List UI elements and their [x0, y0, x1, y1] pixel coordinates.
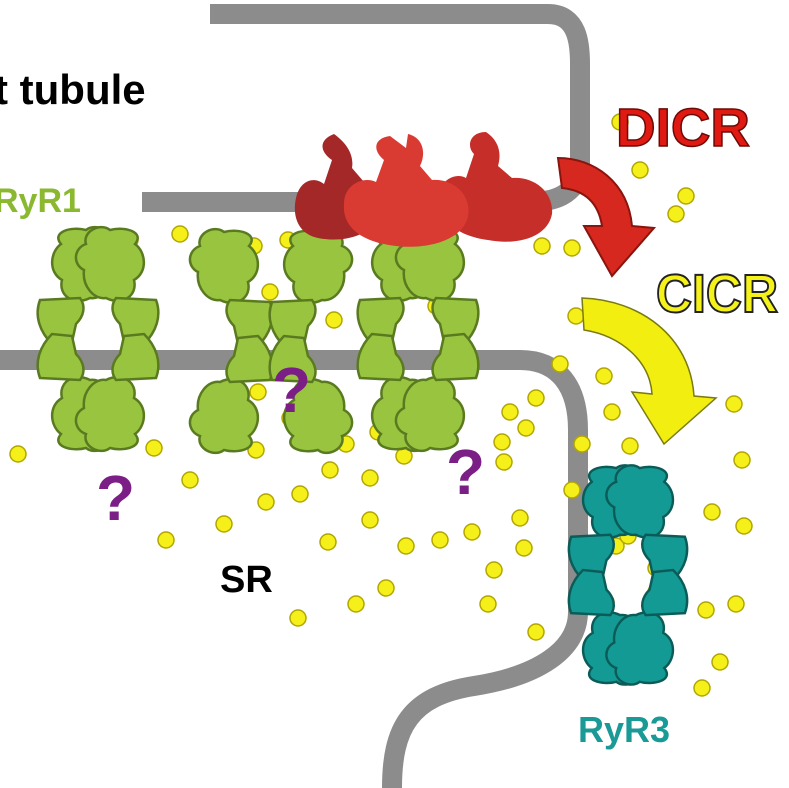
ryr1-label: RyR1: [0, 182, 81, 220]
calcium-ion: [697, 601, 715, 619]
t-tubule-label: t tubule: [0, 66, 146, 113]
calcium-ion: [667, 205, 685, 223]
calcium-ion: [495, 453, 513, 471]
calcium-ion: [181, 471, 199, 489]
calcium-ion: [361, 511, 379, 529]
calcium-ion: [361, 469, 379, 487]
calcium-ion: [171, 225, 189, 243]
calcium-ion: [631, 161, 649, 179]
calcium-ion: [463, 523, 481, 541]
calcium-ion: [347, 595, 365, 613]
calcium-ion: [145, 439, 163, 457]
calcium-ion: [677, 187, 695, 205]
dhpr-proteins: [294, 132, 553, 247]
calcium-ion: [551, 355, 569, 373]
t-tubule-membrane: [142, 4, 590, 212]
cicr-arrow: [581, 297, 718, 446]
question-mark-center: ?: [272, 354, 311, 426]
ryr1-channel-left-upper-ghost: [188, 227, 274, 455]
calcium-ion: [319, 533, 337, 551]
dhpr-center: [343, 134, 469, 247]
calcium-ion: [261, 283, 279, 301]
calcium-ion: [511, 509, 529, 527]
calcium-ion: [735, 517, 753, 535]
cicr-label: CICR: [656, 264, 778, 324]
calcium-ion: [257, 493, 275, 511]
calcium-ion: [215, 515, 233, 533]
calcium-ion: [693, 679, 711, 697]
ryr1-channel-right: [358, 227, 479, 451]
calcium-ion: [431, 531, 449, 549]
calcium-ion: [533, 237, 551, 255]
calcium-ion: [397, 537, 415, 555]
calcium-ion: [249, 383, 267, 401]
calcium-ion: [725, 395, 743, 413]
calcium-ion: [479, 595, 497, 613]
sr-membrane: [0, 350, 588, 788]
calcium-ion: [377, 579, 395, 597]
calcium-ion: [517, 419, 535, 437]
calcium-ion: [611, 113, 629, 131]
calcium-ion: [603, 403, 621, 421]
calcium-ion: [563, 239, 581, 257]
calcium-ion: [493, 433, 511, 451]
ryr3-channel: [569, 465, 687, 684]
calcium-ion: [291, 485, 309, 503]
calcium-ion: [325, 311, 343, 329]
question-mark-right: ?: [446, 436, 485, 508]
calcium-ion: [527, 623, 545, 641]
calcium-ion: [711, 653, 729, 671]
calcium-ion: [621, 437, 639, 455]
calcium-ion: [727, 595, 745, 613]
calcium-ion: [485, 561, 503, 579]
calcium-ion: [563, 481, 581, 499]
calcium-ion: [567, 307, 585, 325]
ryr3-label: RyR3: [578, 709, 670, 750]
calcium-ion: [501, 403, 519, 421]
dicr-arrow: [556, 156, 657, 278]
sr-label: SR: [220, 559, 273, 601]
calcium-ion: [703, 503, 721, 521]
calcium-ion: [9, 445, 27, 463]
calcium-ion: [157, 531, 175, 549]
calcium-ion: [527, 389, 545, 407]
ryr1-channel-left: [38, 227, 159, 451]
question-mark-left: ?: [96, 462, 135, 534]
calcium-ion: [573, 435, 591, 453]
calcium-ion: [321, 461, 339, 479]
calcium-ion: [247, 441, 265, 459]
calcium-ion: [733, 451, 751, 469]
calcium-ion: [595, 367, 613, 385]
dicr-label: DICR: [616, 98, 750, 158]
calcium-ion: [515, 539, 533, 557]
calcium-ion: [289, 609, 307, 627]
